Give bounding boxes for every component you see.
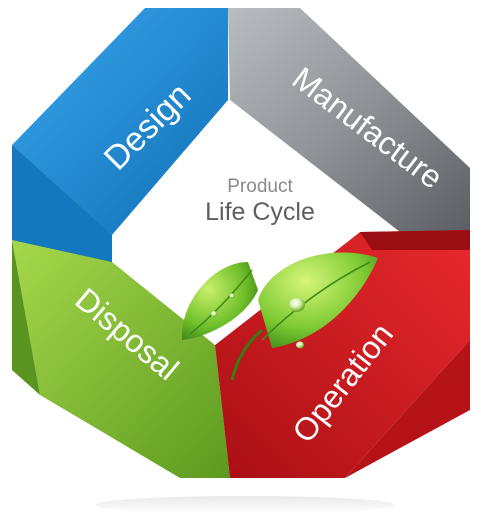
leaf-icon [181,252,378,381]
center-title: Product Life Cycle [190,176,330,226]
center-title-line1: Product [227,176,293,197]
stage-operation-band [215,230,470,478]
water-drop-icon [289,298,305,312]
stage-manufacture-band [228,8,470,232]
floor-shadow [95,496,395,514]
stage-design-band [12,8,228,262]
center-window [112,100,360,345]
center-title-line2: Life Cycle [205,198,315,226]
